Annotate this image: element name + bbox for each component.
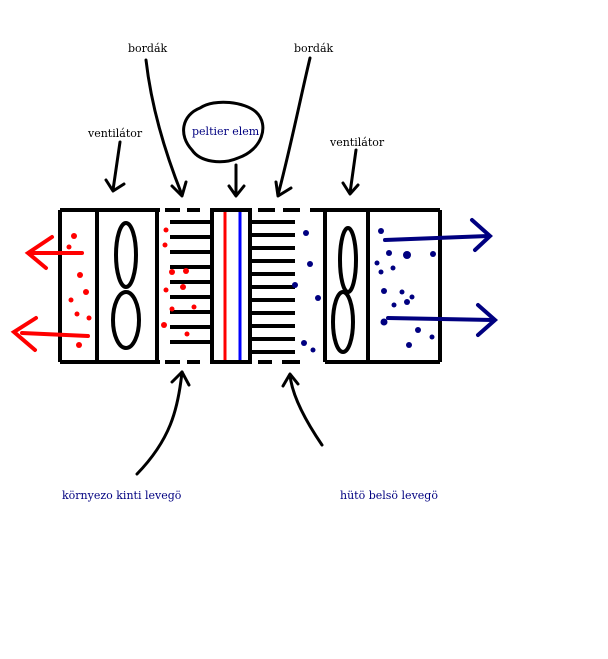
label-outside-air: környezo kinti levegö (62, 489, 182, 502)
fan-right (331, 226, 358, 354)
fan-left (111, 221, 141, 350)
fins-right (252, 220, 295, 354)
housing (58, 208, 442, 364)
label-inside-air: hütö belsö levegö (340, 489, 438, 502)
label-peltier-elem: peltier elem (192, 125, 260, 138)
label-ventilator-right: ventilátor (329, 136, 385, 149)
peltier-bubble (182, 100, 265, 164)
cold-air-dots (292, 228, 436, 353)
label-bordak-right: bordák (294, 42, 334, 55)
hot-air-arrows (10, 235, 90, 352)
label-bordak-left: bordák (128, 42, 168, 55)
pointer-arrows (104, 56, 360, 476)
fins-left (170, 220, 210, 344)
label-ventilator-left: ventilátor (87, 127, 143, 140)
peltier-element (223, 212, 242, 360)
cold-air-arrows (383, 218, 499, 337)
hot-air-dots (66, 227, 197, 348)
